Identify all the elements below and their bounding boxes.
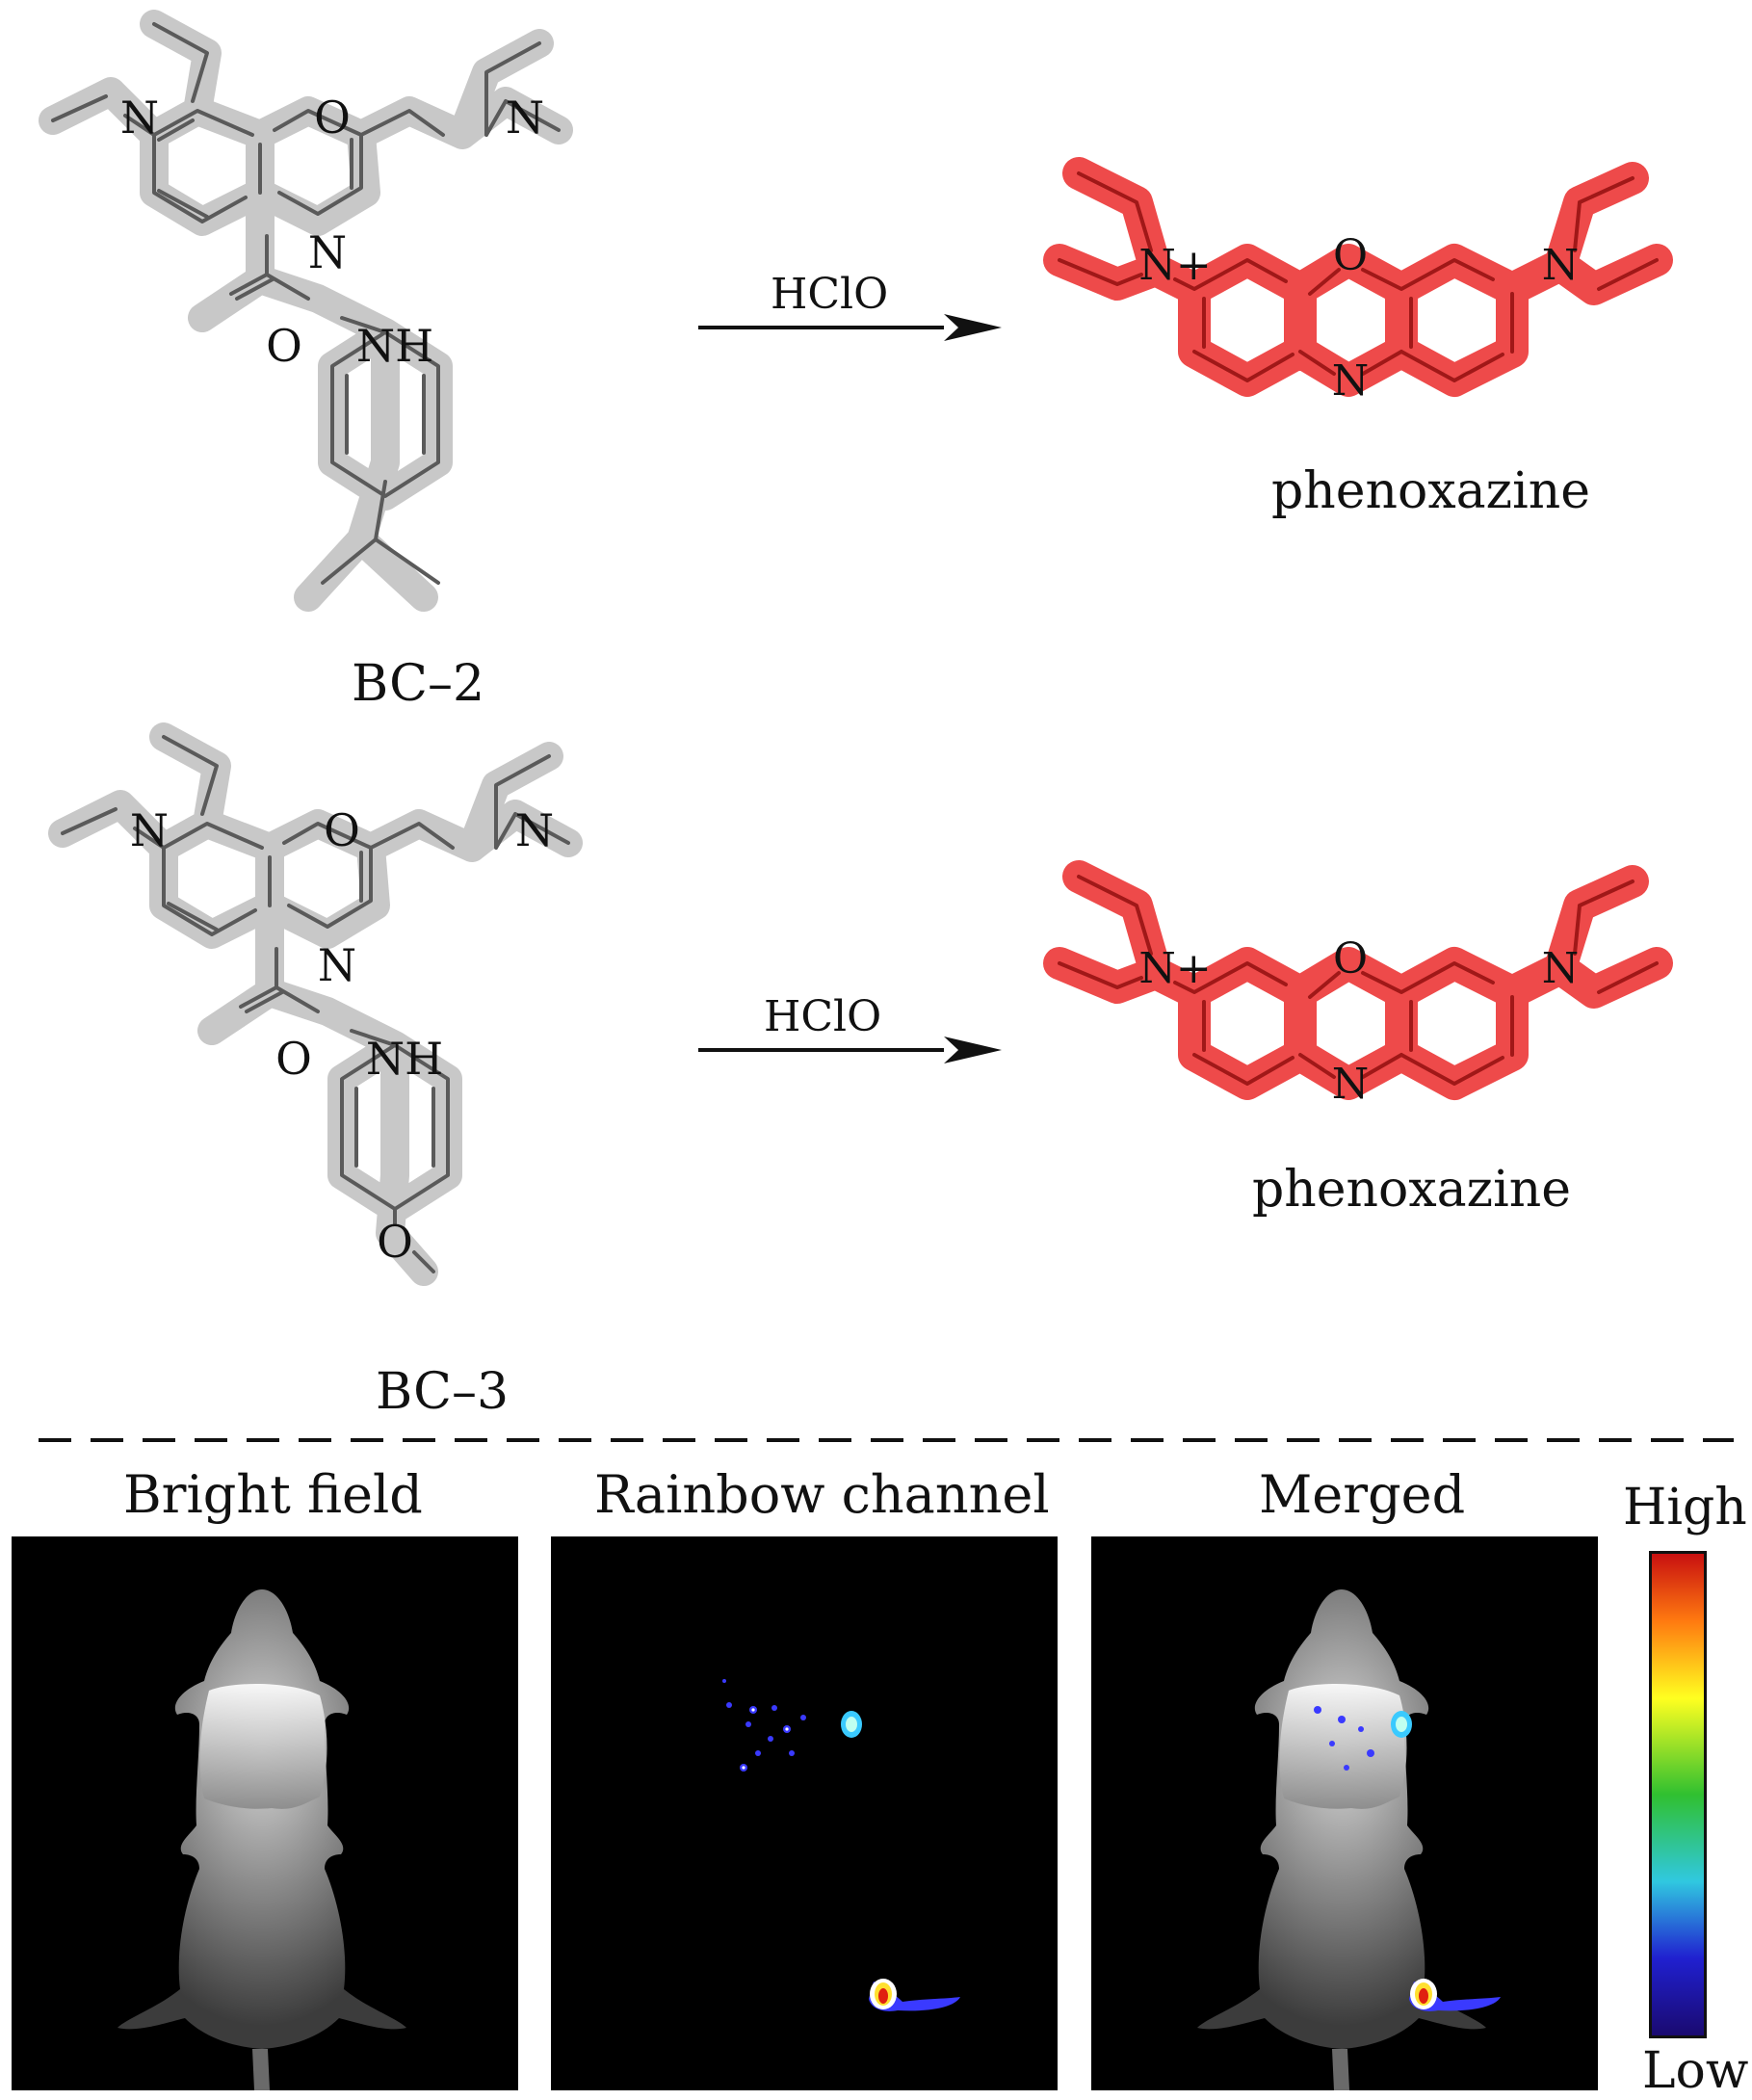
panel-title-rainbow-channel: Rainbow channel: [594, 1464, 1050, 1525]
reaction-arrow-icon: [698, 1037, 1002, 1063]
reaction-arrow-icon: [698, 314, 1002, 341]
atom-label-n: N: [1542, 241, 1580, 290]
rainbow-channel-panel: [551, 1536, 1058, 2090]
atom-label-o: O: [1333, 231, 1368, 280]
product-phenoxazine-structure: N+ O N N: [1043, 860, 1673, 1109]
atom-label-n: N: [515, 804, 554, 856]
atom-label-o: O: [1333, 934, 1368, 984]
reagent-label: HClO: [771, 270, 889, 319]
panel-title-merged: Merged: [1259, 1464, 1466, 1525]
bright-field-panel: [12, 1536, 518, 2090]
atom-label-nh: NH: [356, 320, 433, 372]
atom-label-o: O: [377, 1216, 413, 1268]
atom-label-o: O: [314, 92, 351, 144]
reactant-label: BC–3: [376, 1363, 510, 1421]
reactant-label: BC–2: [352, 655, 485, 713]
atom-label-n: N: [1542, 944, 1580, 993]
atom-label-o: O: [266, 320, 302, 372]
mouse-image: [118, 1589, 406, 2090]
fluorescence-spots: [722, 1679, 960, 2011]
atom-label-n: N: [1332, 356, 1370, 406]
reactant-bc3-structure: N O N N O NH O: [48, 722, 583, 1286]
panel-title-bright-field: Bright field: [123, 1464, 423, 1525]
merged-panel: [1091, 1536, 1598, 2090]
product-phenoxazine-structure: N+ O N N: [1043, 157, 1673, 406]
dashed-divider: [39, 1438, 1734, 1442]
atom-label-n-plus: N+: [1138, 944, 1211, 993]
atom-label-o: O: [275, 1033, 312, 1085]
colorbar-low-label: Low: [1642, 2042, 1749, 2100]
atom-label-o: O: [324, 804, 360, 856]
product-label: phenoxazine: [1252, 1161, 1571, 1219]
atom-label-n: N: [120, 92, 159, 144]
atom-label-n: N: [308, 226, 347, 278]
product-label: phenoxazine: [1271, 462, 1590, 520]
atom-label-n-plus: N+: [1138, 241, 1211, 290]
colorbar: [1649, 1551, 1707, 2038]
atom-label-n: N: [318, 939, 356, 991]
reagent-label: HClO: [764, 992, 882, 1041]
atom-label-n: N: [506, 92, 544, 144]
atom-label-n: N: [1332, 1060, 1370, 1109]
atom-label-n: N: [130, 804, 169, 856]
atom-label-nh: NH: [366, 1033, 443, 1085]
reactant-bc2-structure: N O N N O NH: [39, 10, 573, 612]
colorbar-high-label: High: [1623, 1479, 1747, 1536]
mouse-image: [1197, 1589, 1501, 2090]
